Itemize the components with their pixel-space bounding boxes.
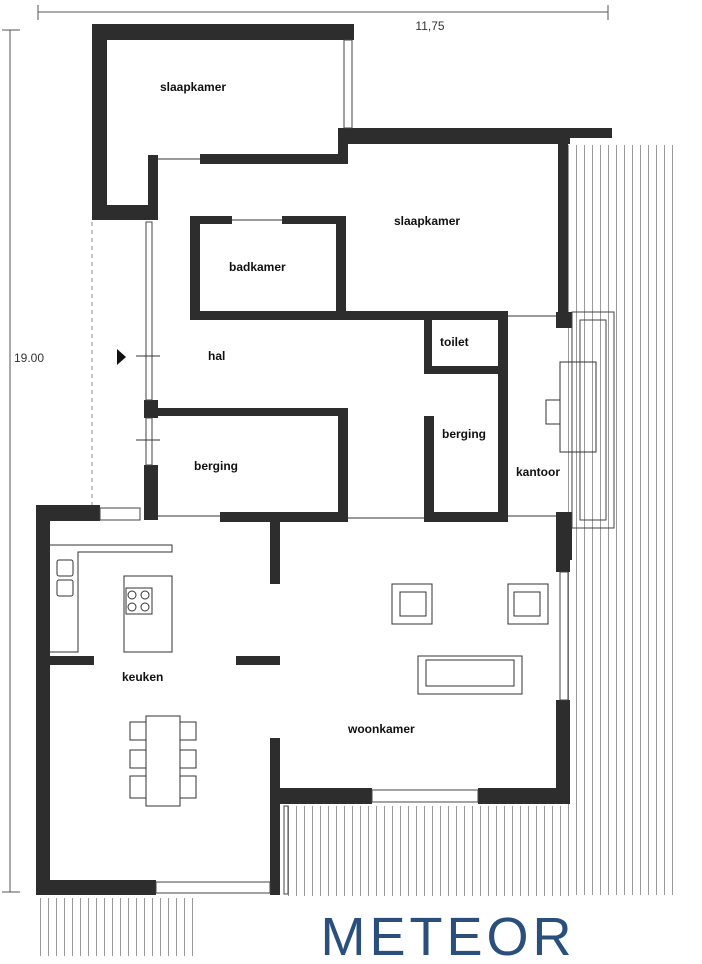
entrance-arrow-icon [117, 349, 126, 365]
sink-icon-2 [56, 579, 74, 597]
armchair-1 [391, 583, 433, 625]
door-lines [136, 158, 556, 519]
dimension-lines [2, 5, 609, 893]
width-dimension-label: 11,75 [415, 19, 444, 33]
room-label-toilet: toilet [440, 335, 469, 349]
room-label-kantoor: kantoor [516, 465, 560, 479]
armchair-2 [507, 583, 549, 625]
room-label-slaapkamer-2: slaapkamer [394, 214, 460, 228]
cooktop-icon [125, 587, 153, 615]
room-label-keuken: keuken [122, 670, 163, 684]
kitchen-counter [50, 544, 173, 653]
height-dimension-label: 19.00 [14, 351, 44, 365]
terrace-southwest [38, 898, 198, 956]
room-label-berging-2: berging [194, 459, 238, 473]
sofa [417, 655, 523, 695]
terrace-south [284, 806, 570, 896]
glazing [99, 39, 615, 895]
dining-table [145, 715, 181, 807]
desk-chair [545, 399, 561, 425]
terrace-decking [38, 145, 678, 956]
sink-icon [56, 559, 74, 577]
walls [36, 24, 612, 895]
room-label-berging-1: berging [442, 427, 486, 441]
room-label-woonkamer: woonkamer [347, 722, 415, 736]
room-label-hal: hal [208, 349, 225, 363]
room-label-badkamer: badkamer [229, 260, 286, 274]
brand-logo: METEOR [320, 907, 575, 964]
room-label-slaapkamer-1: slaapkamer [160, 80, 226, 94]
kitchen-island [123, 575, 173, 653]
furniture [50, 361, 597, 807]
